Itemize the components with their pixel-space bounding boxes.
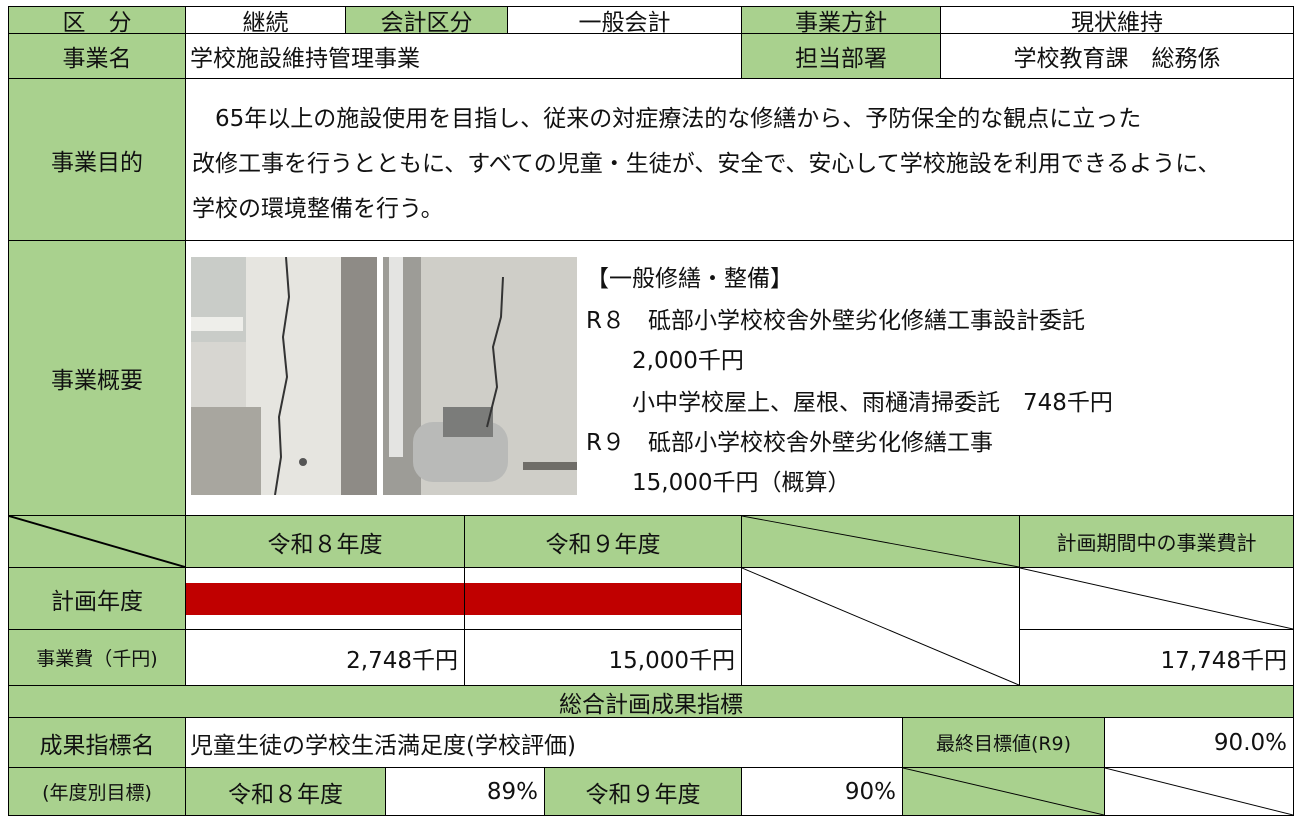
- plan-empty-cell: [741, 567, 1020, 686]
- overview-line-1: 【一般修繕・整備】: [586, 266, 793, 292]
- purpose-line-1: 65年以上の施設使用を目指し、従来の対症療法的な修繕から、予防保全的な観点に立っ…: [192, 106, 1142, 132]
- category-value: 継続: [185, 6, 346, 34]
- overview-line-5: R９ 砥部小学校校舎外壁劣化修繕工事: [586, 430, 993, 456]
- overview-line-4: 小中学校屋上、屋根、雨樋清掃委託 748千円: [586, 390, 1113, 416]
- schedule-corner: [8, 515, 186, 568]
- kpi-year1-value: 89%: [385, 767, 545, 816]
- schedule-year1-header: 令和８年度: [185, 515, 465, 568]
- kpi-yearly-label: (年度別目標): [8, 767, 186, 816]
- plan-total-cell: [1019, 567, 1294, 630]
- category-label: 区 分: [8, 6, 186, 34]
- wall-crack-photo-1: [191, 256, 377, 496]
- project-name-label: 事業名: [8, 33, 186, 79]
- plan-bar-year1: [186, 583, 464, 615]
- overview-box: 【一般修繕・整備】 R８ 砥部小学校校舎外壁劣化修繕工事設計委託 2,000千円…: [185, 240, 1294, 516]
- schedule-empty-header: [741, 515, 1020, 568]
- purpose-label: 事業目的: [8, 78, 186, 241]
- kpi-year1-label: 令和８年度: [185, 767, 386, 816]
- purpose-box: 65年以上の施設使用を目指し、従来の対症療法的な修繕から、予防保全的な観点に立っ…: [185, 78, 1294, 241]
- account-label: 会計区分: [345, 6, 508, 34]
- kpi-section-title: 総合計画成果指標: [8, 685, 1294, 718]
- dept-label: 担当部署: [741, 33, 941, 79]
- project-name-value: 学校施設維持管理事業: [185, 33, 742, 79]
- overview-label: 事業概要: [8, 240, 186, 516]
- kpi-final-label: 最終目標値(R9): [902, 717, 1105, 768]
- kpi-year2-value: 90%: [741, 767, 903, 816]
- plan-year-label: 計画年度: [8, 567, 186, 630]
- wall-crack-photo-2: [383, 257, 577, 495]
- policy-label: 事業方針: [741, 6, 941, 34]
- purpose-line-3: 学校の環境整備を行う。: [192, 196, 444, 222]
- cost-year2: 15,000千円: [464, 629, 742, 686]
- kpi-year2-label: 令和９年度: [544, 767, 742, 816]
- overview-line-3: 2,000千円: [586, 348, 744, 374]
- account-value: 一般会計: [507, 6, 742, 34]
- overview-line-2: R８ 砥部小学校校舎外壁劣化修繕工事設計委託: [586, 308, 1085, 334]
- cost-year1: 2,748千円: [185, 629, 465, 686]
- kpi-final-value: 90.0%: [1104, 717, 1294, 768]
- plan-year1-cell: [185, 567, 465, 630]
- kpi-empty-value: [1104, 767, 1294, 816]
- cost-total: 17,748千円: [1019, 629, 1294, 686]
- plan-bar-year2: [465, 583, 741, 615]
- kpi-name-label: 成果指標名: [8, 717, 186, 768]
- cost-label: 事業費（千円): [8, 629, 186, 686]
- kpi-name-value: 児童生徒の学校生活満足度(学校評価): [185, 717, 903, 768]
- schedule-total-header: 計画期間中の事業費計: [1019, 515, 1294, 568]
- dept-value: 学校教育課 総務係: [940, 33, 1294, 79]
- schedule-year2-header: 令和９年度: [464, 515, 742, 568]
- plan-year2-cell: [464, 567, 742, 630]
- overview-line-6: 15,000千円（概算）: [586, 470, 851, 496]
- kpi-empty-label: [902, 767, 1105, 816]
- purpose-line-2: 改修工事を行うとともに、すべての児童・生徒が、安全で、安心して学校施設を利用でき…: [192, 151, 1221, 177]
- policy-value: 現状維持: [940, 6, 1294, 34]
